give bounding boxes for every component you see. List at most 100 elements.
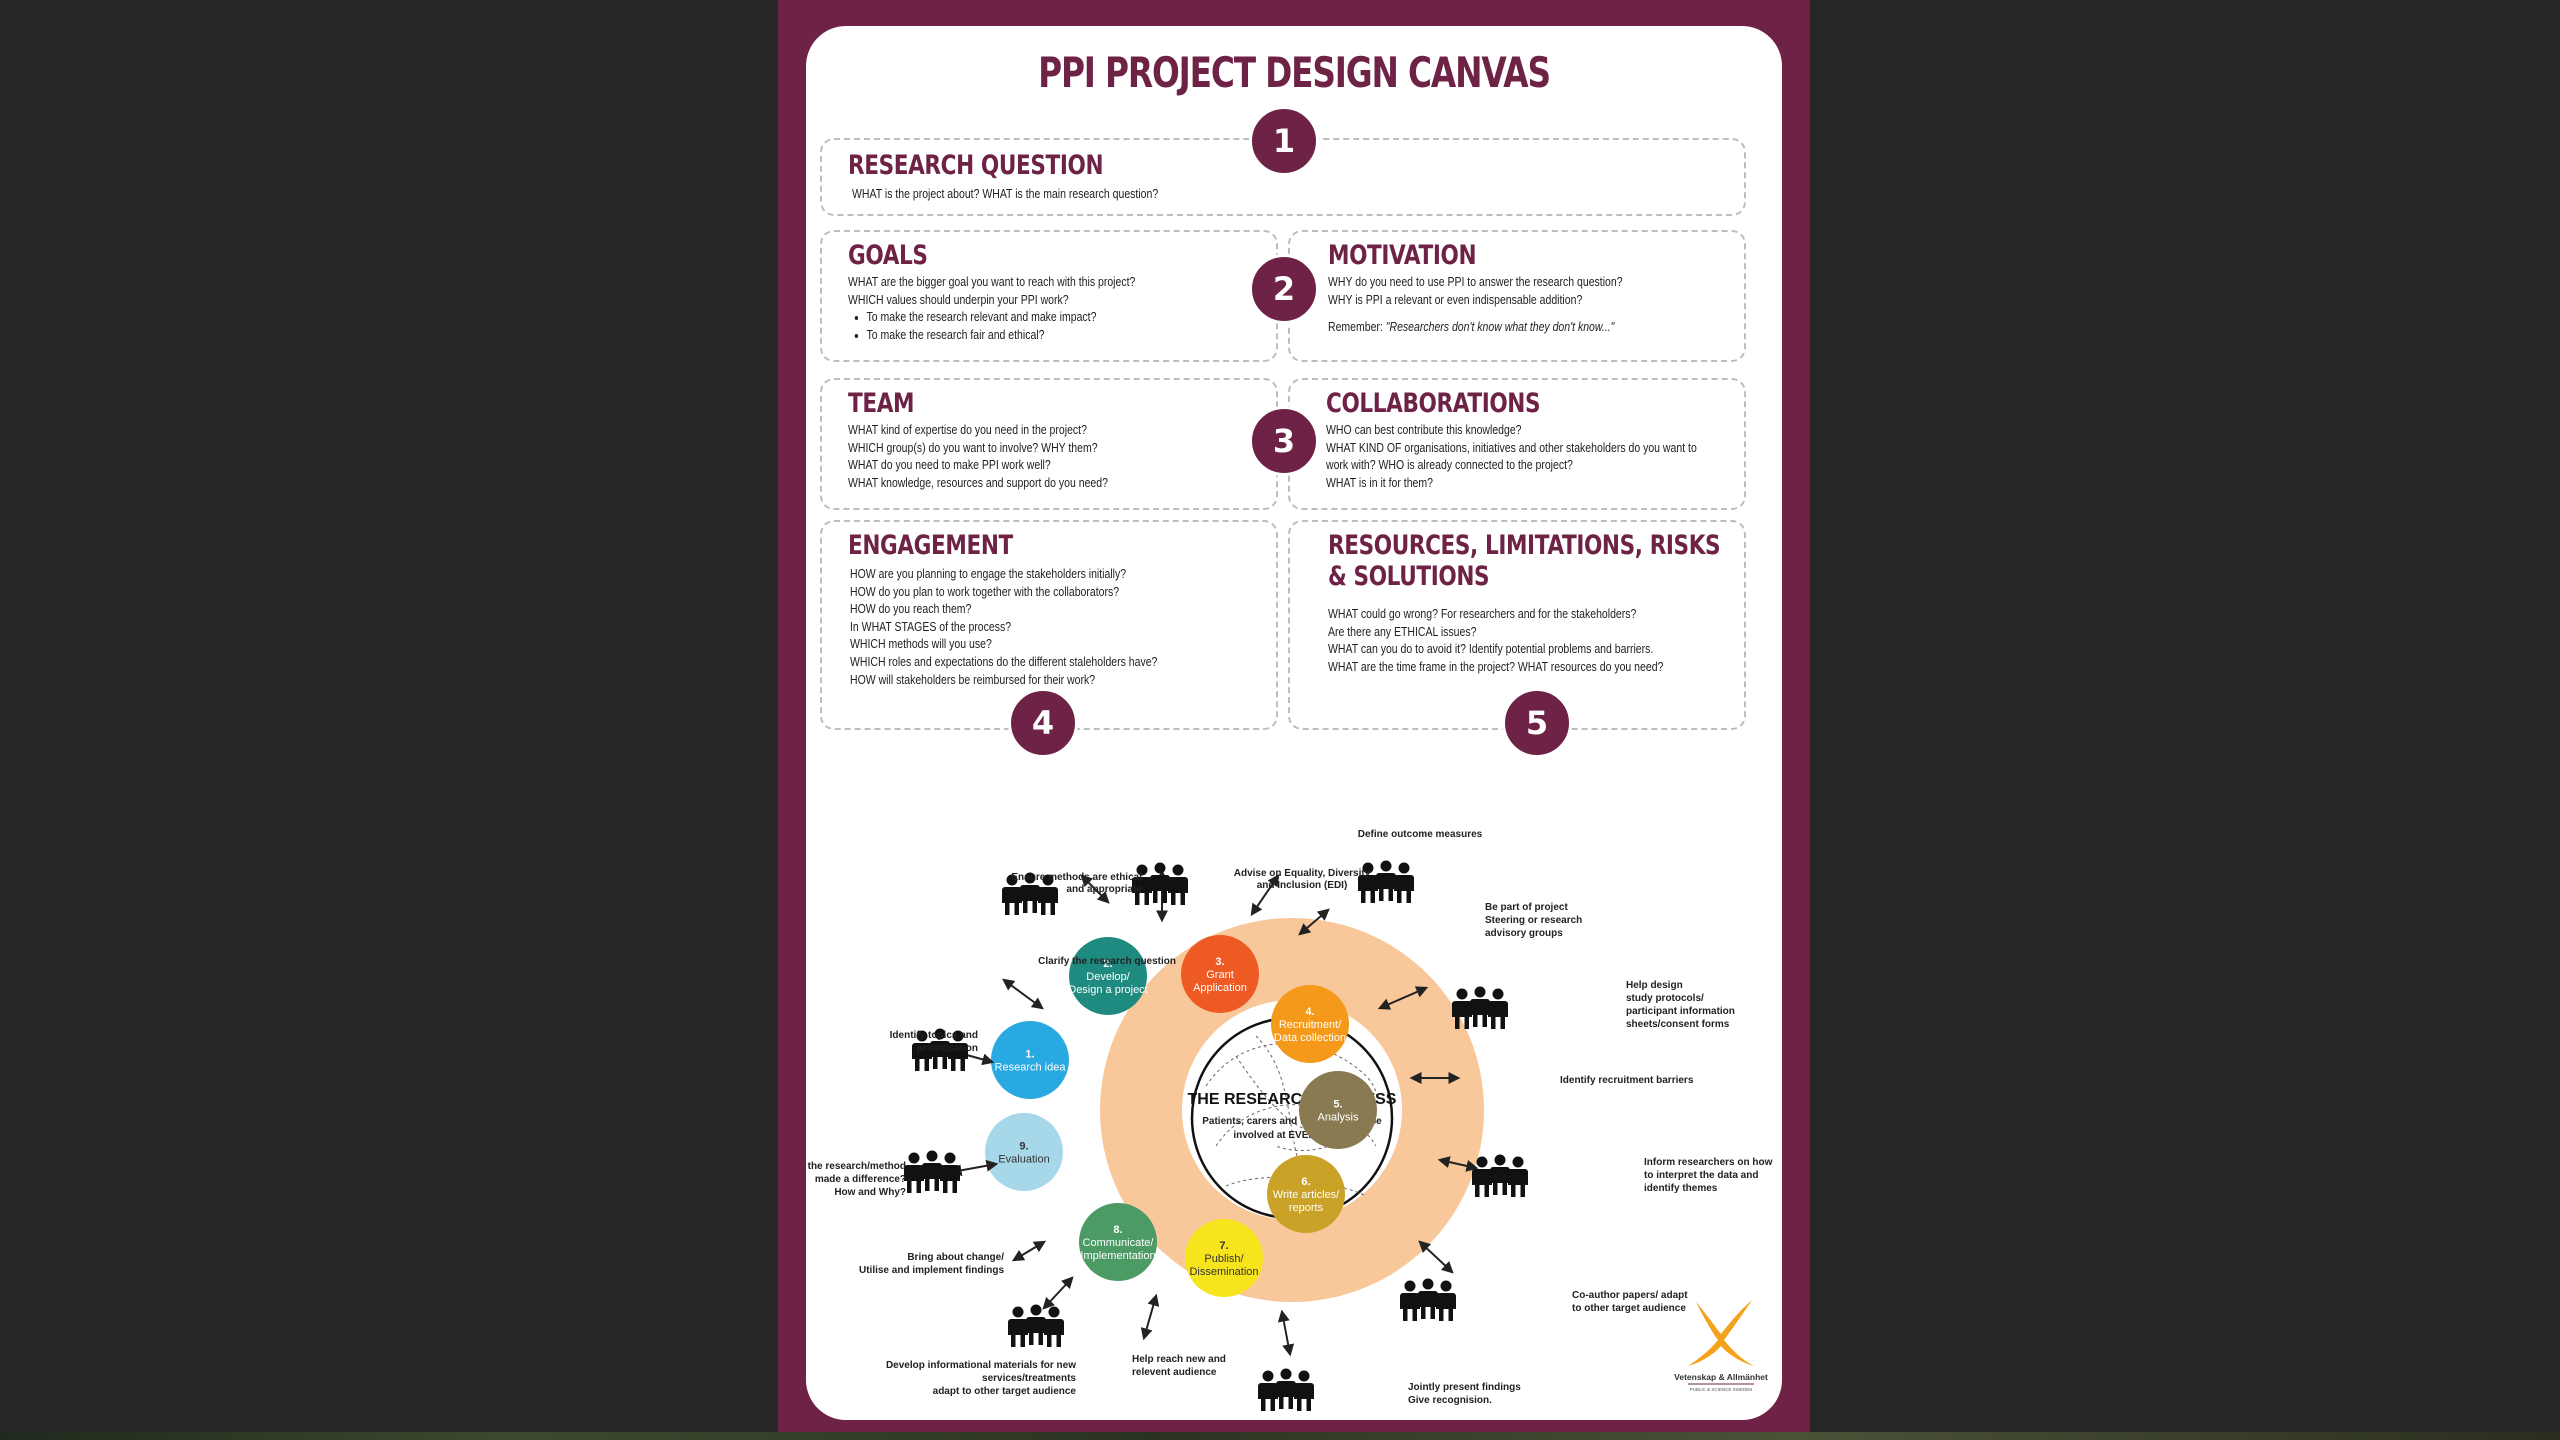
team-box: TEAM WHAT kind of expertise do you need … [820, 378, 1278, 510]
collaborations-line: WHO can best contribute this knowledge? [1326, 423, 1522, 437]
stage-2: 2.Develop/Design a project [1068, 937, 1148, 1015]
goals-box: GOALS WHAT are the bigger goal you want … [820, 230, 1278, 362]
poster-card: PPI PROJECT DESIGN CANVAS RESEARCH QUEST… [806, 26, 1782, 1420]
collaborations-heading: COLLABORATIONS [1326, 388, 1541, 419]
people-group-icon [904, 1151, 960, 1194]
arrow [1298, 908, 1330, 936]
caption-ethical: Ensure methods are ethical [1011, 872, 1142, 883]
goals-line: WHAT are the bigger goal you want to rea… [848, 275, 1136, 289]
logo-name: Vetenskap & Allmänhet [1674, 1372, 1768, 1382]
stage-circle [1181, 935, 1259, 1013]
stage-label: 1. [1025, 1049, 1034, 1061]
people-group-icon [1472, 1155, 1528, 1198]
engagement-line: WHICH roles and expectations do the diff… [850, 654, 1158, 669]
motivation-box: MOTIVATION WHY do you need to use PPI to… [1288, 230, 1746, 362]
stage-label: Design a project [1068, 984, 1148, 996]
stage-circle [1079, 1203, 1157, 1281]
resources-heading-line: RESOURCES, LIMITATIONS, RISKS [1328, 530, 1721, 561]
caption-outcome: Define outcome measures [1358, 829, 1483, 840]
stage-label: 6. [1301, 1176, 1310, 1188]
caption-edi: Advise on Equality, Diversity [1234, 868, 1371, 879]
arrow [1042, 1276, 1074, 1310]
caption-coauthor: to other target audience [1572, 1303, 1686, 1314]
resources-line: WHAT can you do to avoid it? Identify po… [1328, 642, 1654, 657]
stage-9: 9.Evaluation [985, 1113, 1063, 1191]
engagement-box: ENGAGEMENT HOW are you planning to engag… [820, 520, 1278, 730]
stage-circle [1299, 1071, 1377, 1149]
arrow [1080, 874, 1110, 904]
step-number-3: 3 [1249, 406, 1319, 476]
process-center [1182, 1000, 1402, 1220]
caption-difference: How and Why? [834, 1187, 906, 1198]
remember-label: Remember: [1328, 320, 1383, 335]
stage-label: Analysis [1318, 1112, 1359, 1124]
caption-design: sheets/consent forms [1626, 1019, 1730, 1030]
people-group-icon [1008, 1305, 1064, 1348]
caption-steering: Steering or research [1485, 915, 1582, 926]
page-title: PPI PROJECT DESIGN CANVAS [1038, 48, 1551, 97]
stage-circle [1267, 1155, 1345, 1233]
stage-label: Evaluation [998, 1154, 1049, 1166]
engagement-line: HOW do you plan to work together with th… [850, 584, 1120, 599]
step-number-5: 5 [1502, 688, 1572, 758]
caption-change: Bring about change/ [907, 1252, 1004, 1263]
stage-label: 7. [1219, 1240, 1228, 1252]
caption-topics: Identify topics and [890, 1030, 978, 1041]
research-question-heading: RESEARCH QUESTION [848, 150, 1104, 181]
stage-label: Implementation [1080, 1250, 1155, 1262]
caption-design: participant information [1626, 1006, 1735, 1017]
caption-materials: Develop informational materials for new [886, 1360, 1076, 1371]
stage-label: Data collection [1274, 1032, 1346, 1044]
engagement-line: In WHAT STAGES of the process? [850, 619, 1012, 634]
people-group-icon [1358, 861, 1414, 904]
resources-heading: RESOURCES, LIMITATIONS, RISKS & SOLUTION… [1328, 530, 1721, 592]
caption-design: Help design [1626, 980, 1683, 991]
team-text: WHAT kind of expertise do you need in th… [848, 422, 1108, 492]
arrow [1437, 1156, 1479, 1172]
caption-barriers: Identify recruitment barriers [1560, 1075, 1694, 1086]
caption-difference: Has the research/method [806, 1161, 906, 1172]
team-heading: TEAM [848, 388, 915, 419]
step-number-2: 2 [1249, 254, 1319, 324]
caption-edi: and Inclusion (EDI) [1257, 880, 1348, 891]
engagement-line: HOW do you reach them? [850, 602, 972, 617]
logo-sub: PUBLIC & SCIENCE SWEDEN [1690, 1387, 1753, 1392]
motivation-line: WHY is PPI a relevant or even indispensa… [1328, 292, 1583, 307]
caption-present: Give recognision. [1408, 1395, 1492, 1406]
collaborations-box: COLLABORATIONS WHO can best contribute t… [1288, 378, 1746, 510]
caption-change: Utilise and implement findings [859, 1265, 1004, 1276]
caption-difference: made a difference? [815, 1174, 906, 1185]
caption-reach: Help reach new and [1132, 1354, 1226, 1365]
stage-circle [1185, 1219, 1263, 1297]
resources-line: WHAT are the time frame in the project? … [1328, 659, 1664, 674]
process-center-sub-1: Patients, carers and the public can be [1202, 1116, 1382, 1127]
team-line: WHICH group(s) do you want to involve? W… [848, 440, 1098, 455]
arrow [1377, 986, 1429, 1010]
stage-label: Recruitment/ [1279, 1019, 1342, 1031]
arrow [1418, 1240, 1454, 1274]
stage-5: 5.Analysis [1299, 1071, 1377, 1149]
stage-circle [1069, 937, 1147, 1015]
arrow [1002, 978, 1044, 1010]
engagement-line: HOW will stakeholders be reimbursed for … [850, 672, 1096, 687]
resources-heading-line: & SOLUTIONS [1328, 561, 1490, 592]
team-line: WHAT do you need to make PPI work well? [848, 458, 1051, 473]
engagement-heading: ENGAGEMENT [848, 530, 1013, 561]
stage-label: 2. [1103, 958, 1112, 970]
goals-bullet: To make the research relevant and make i… [866, 309, 1135, 327]
caption-reach: relevent audience [1132, 1367, 1217, 1378]
people-group-icon [1400, 1279, 1456, 1322]
stage-label: reports [1289, 1202, 1324, 1214]
stage-label: 4. [1305, 1006, 1314, 1018]
stage-4: 4.Recruitment/Data collection [1271, 985, 1349, 1063]
caption-steering: advisory groups [1485, 928, 1563, 939]
collaborations-line: WHAT KIND OF organisations, initiatives … [1326, 440, 1697, 455]
caption-ethical: and appropriate [1066, 884, 1142, 895]
remember-quote: "Researchers don't know what they don't … [1385, 320, 1615, 335]
stage-7: 7.Publish/Dissemination [1185, 1219, 1263, 1297]
arrow [1250, 874, 1280, 916]
goals-line: WHICH values should underpin your PPI wo… [848, 292, 1069, 307]
arrow [1140, 1293, 1160, 1341]
